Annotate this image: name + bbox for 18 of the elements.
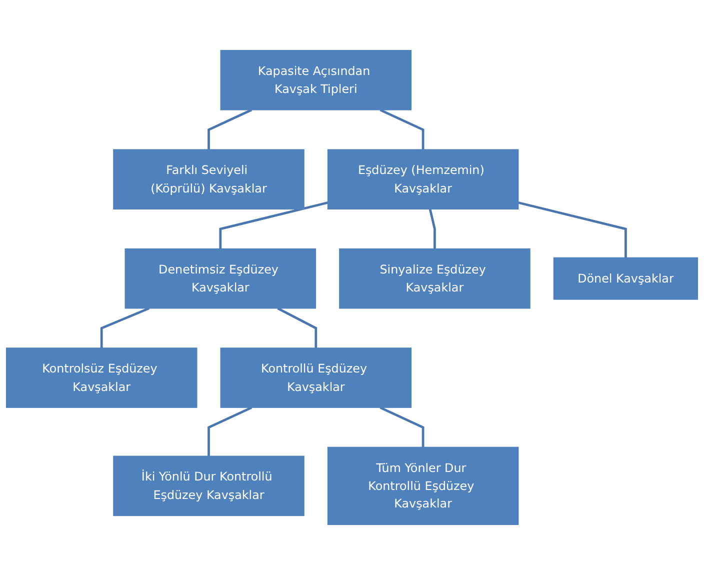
node-box: Kontrolsüz Eşdüzey Kavşaklar [6, 348, 198, 408]
connector [428, 208, 436, 249]
node-box: Sinyalize Eşdüzey Kavşaklar [339, 248, 530, 309]
node-box: Kontrollü Eşdüzey Kavşaklar [220, 348, 412, 408]
node-box: Tüm Yönler Dur Kontrollü Eşdüzey Kavşaklar [327, 446, 519, 526]
connector [380, 406, 424, 448]
connector [208, 108, 252, 150]
connector [380, 108, 424, 150]
node-box: Kapasite Açısından Kavşak Tipleri [220, 50, 412, 110]
node-box: Farklı Seviyeli (Köprülü) Kavşaklar [113, 149, 304, 210]
connector [100, 307, 150, 348]
connector [518, 202, 627, 258]
connector [277, 307, 318, 348]
node-box: İki Yönlü Dur Kontrollü Eşdüzey Kavşaklar [113, 456, 304, 516]
node-box: Eşdüzey (Hemzemin) Kavşaklar [327, 149, 519, 210]
node-box: Denetimsiz Eşdüzey Kavşaklar [124, 248, 316, 309]
connector [219, 202, 328, 249]
node-box: Dönel Kavşaklar [553, 257, 698, 300]
